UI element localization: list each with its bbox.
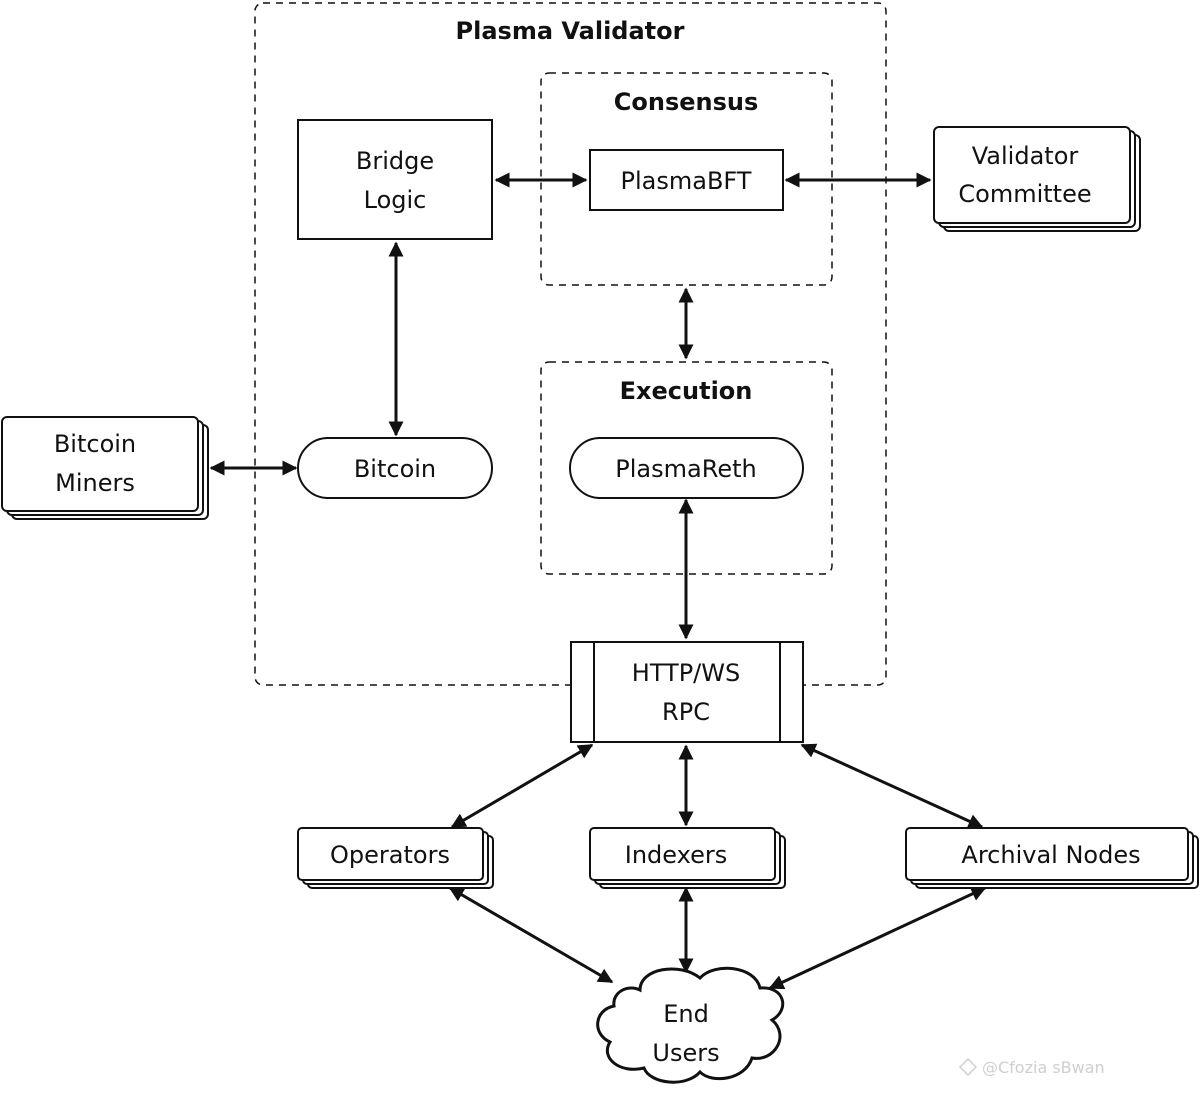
- node-bitcoin-miners[interactable]: Bitcoin Miners: [1, 416, 209, 520]
- node-validator-committee[interactable]: Validator Committee: [933, 126, 1141, 232]
- node-rpc-label-1: HTTP/WS: [632, 659, 740, 687]
- node-archival-nodes[interactable]: Archival Nodes: [905, 827, 1199, 889]
- watermark-text: @Cfozia sBwan: [982, 1058, 1105, 1077]
- cloud-icon: [596, 966, 785, 1084]
- node-plasmabft-label: PlasmaBFT: [621, 167, 752, 195]
- node-archival-nodes-label: Archival Nodes: [961, 841, 1140, 869]
- watermark-logo-icon: [958, 1057, 978, 1077]
- edge-archival-endusers: [768, 886, 987, 990]
- node-end-users-label-2: Users: [652, 1039, 719, 1067]
- node-operators-label: Operators: [330, 841, 450, 869]
- group-execution: Execution: [540, 361, 833, 575]
- node-validator-committee-label-2: Committee: [958, 180, 1091, 208]
- node-validator-committee-label-1: Validator: [972, 142, 1079, 170]
- node-plasmabft[interactable]: PlasmaBFT: [589, 149, 784, 211]
- node-bitcoin-label: Bitcoin: [354, 455, 436, 483]
- node-rpc-label-2: RPC: [662, 698, 710, 726]
- node-indexers[interactable]: Indexers: [589, 827, 786, 889]
- edge-rpc-operators: [450, 743, 594, 829]
- node-bridge-logic[interactable]: Bridge Logic: [297, 119, 493, 240]
- group-plasma-validator: Plasma Validator: [254, 2, 887, 686]
- node-bitcoin-miners-label-2: Miners: [55, 469, 135, 497]
- node-indexers-label: Indexers: [625, 841, 727, 869]
- node-end-users[interactable]: End Users: [596, 966, 785, 1084]
- node-rpc[interactable]: HTTP/WS RPC: [570, 641, 804, 743]
- node-plasmareth[interactable]: PlasmaReth: [569, 437, 804, 499]
- watermark: @Cfozia sBwan: [958, 1057, 1105, 1077]
- node-plasmareth-label: PlasmaReth: [615, 455, 756, 483]
- node-bitcoin-miners-label-1: Bitcoin: [54, 430, 136, 458]
- edges: [209, 172, 987, 990]
- node-bitcoin[interactable]: Bitcoin: [297, 437, 493, 499]
- group-consensus: Consensus: [540, 72, 833, 286]
- node-operators[interactable]: Operators: [297, 827, 494, 889]
- edge-rpc-archival: [800, 743, 984, 829]
- node-bridge-logic-label-2: Logic: [364, 186, 427, 214]
- group-label-consensus: Consensus: [614, 88, 759, 116]
- node-end-users-label-1: End: [663, 1000, 709, 1028]
- edge-operators-endusers: [448, 886, 614, 984]
- node-bridge-logic-label-1: Bridge: [356, 147, 434, 175]
- group-label-plasma-validator: Plasma Validator: [456, 17, 685, 45]
- group-label-execution: Execution: [620, 377, 753, 405]
